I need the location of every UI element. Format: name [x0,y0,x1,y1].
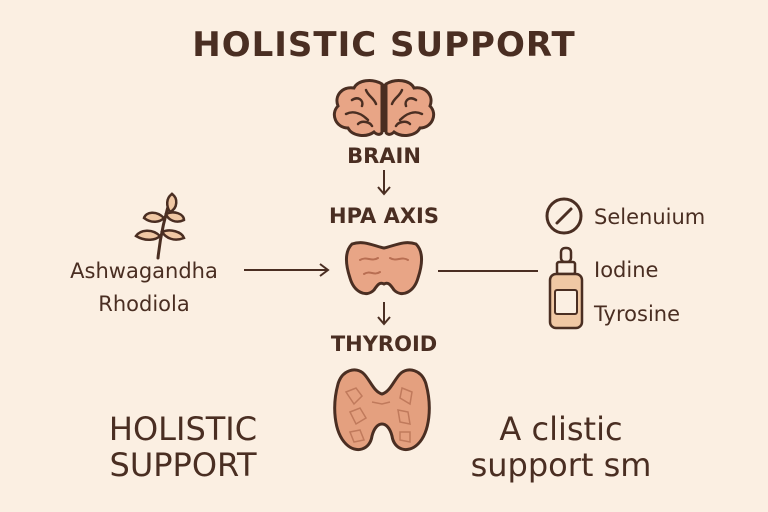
hpa-axis-label: HPA AXIS [329,204,439,228]
selenium-circle-slash-icon [544,196,584,236]
nutrient-label-tyrosine: Tyrosine [594,302,681,326]
footer-left-line-2: SUPPORT [109,446,257,484]
thyroid-label: THYROID [330,332,438,356]
adaptogen-label-ashwagandha: Ashwagandha [70,259,218,283]
connector-line [438,269,540,273]
brain-label: BRAIN [347,144,421,168]
footer-left-line-1: HOLISTIC [108,410,258,448]
page-title: HOLISTIC SUPPORT [192,25,576,65]
dropper-bottle-icon [546,246,586,332]
brain-icon [328,76,440,142]
arrow-down-1 [374,168,394,198]
thyroid-gland-icon [326,362,438,456]
arrow-down-2 [374,300,394,328]
nutrient-label-selenuium: Selenuium [594,205,706,229]
arrow-right [242,262,332,278]
adrenal-gland-icon [342,236,426,302]
footer-right-line-2: support sm [470,446,652,484]
footer-right-line-1: A clistic [499,410,623,448]
nutrient-label-iodine: Iodine [594,258,659,282]
adaptogen-label-rhodiola: Rhodiola [98,292,190,316]
herb-sprig-icon [128,188,192,260]
